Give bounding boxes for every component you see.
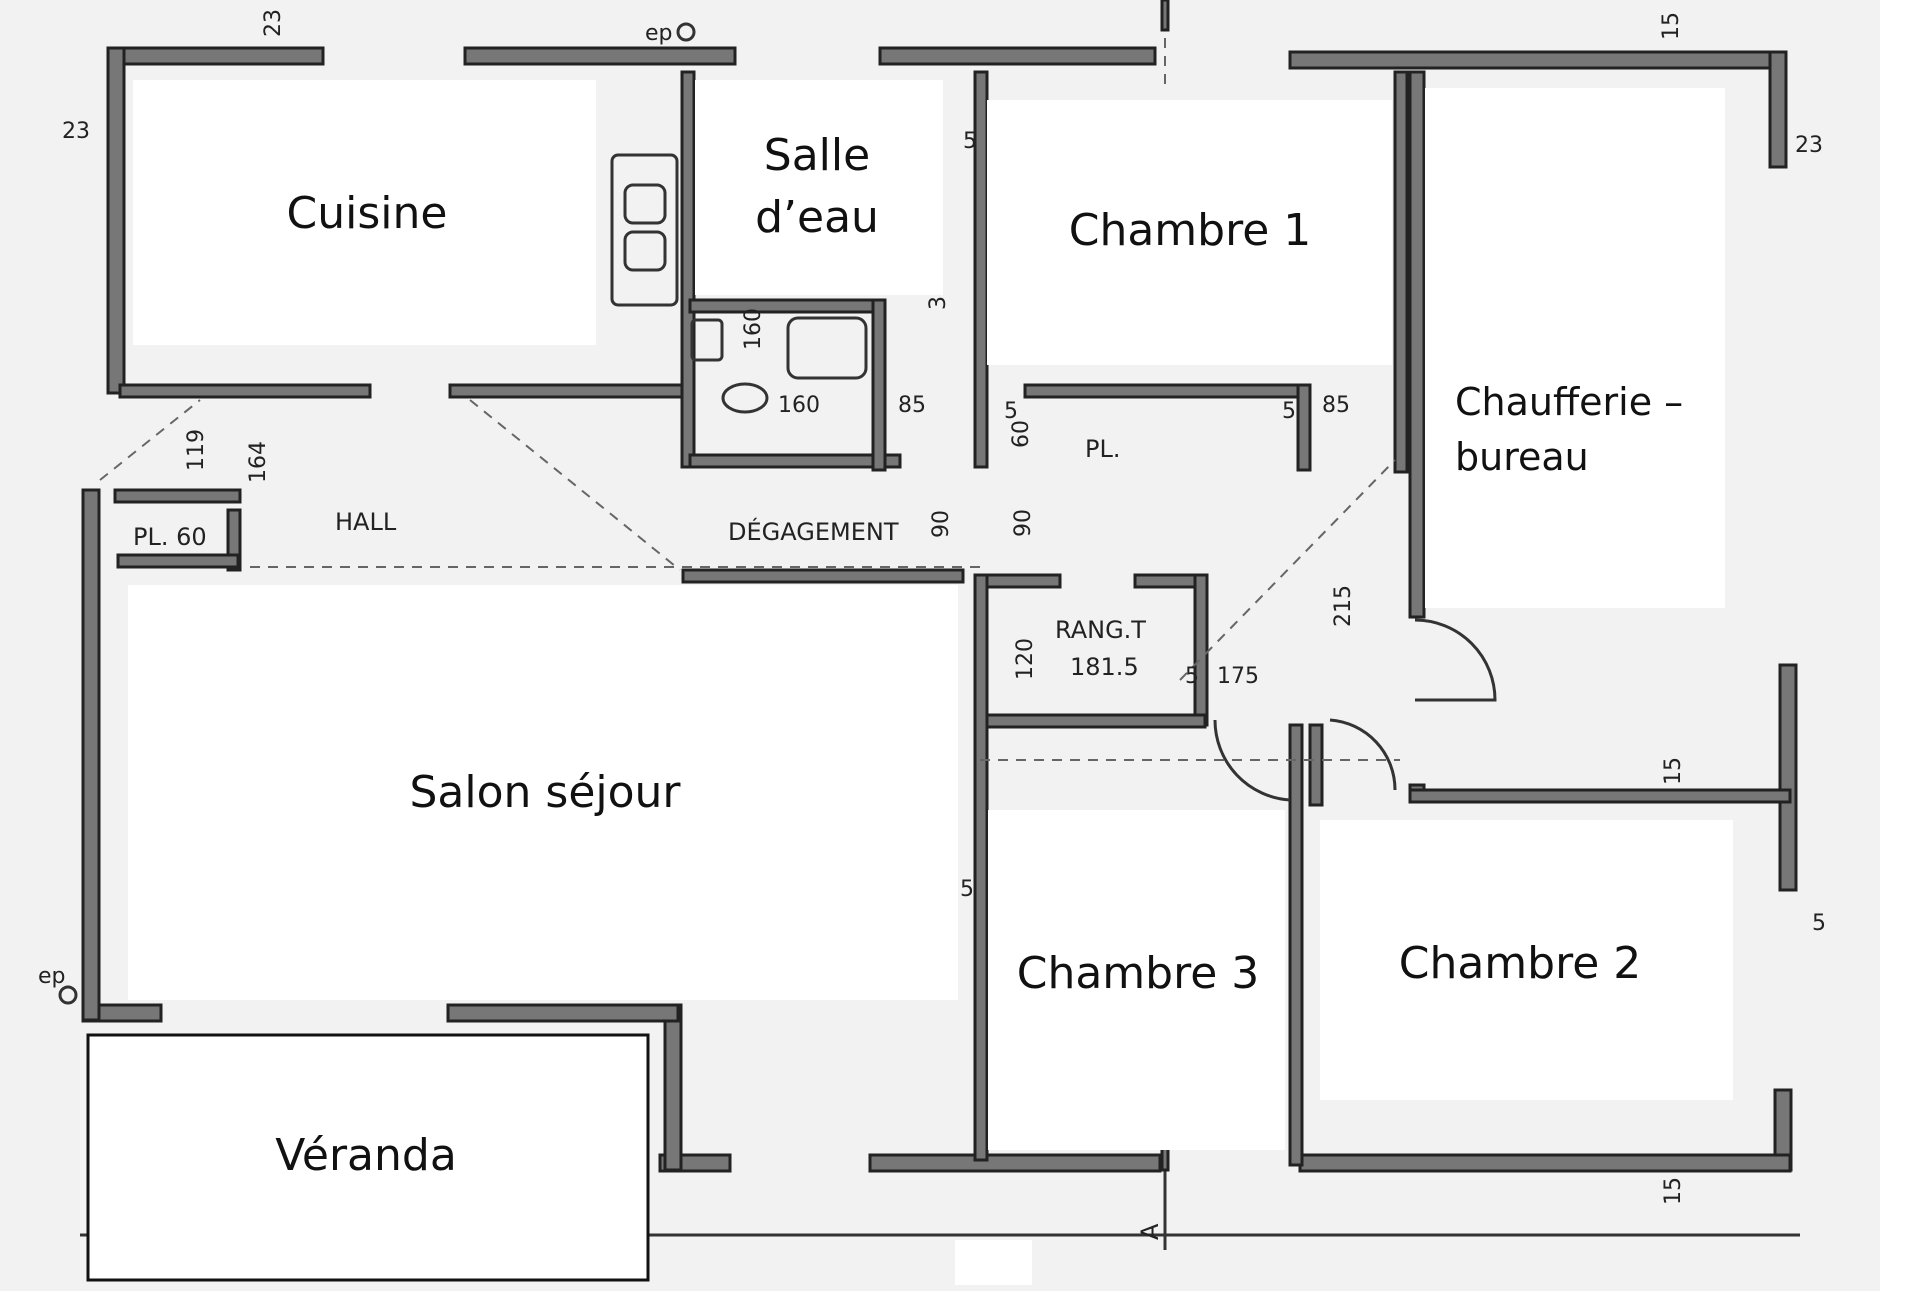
dim-23-right: 23 bbox=[1795, 133, 1823, 158]
label-veranda: Véranda bbox=[275, 1130, 457, 1181]
technical-labels: HALL DÉGAGEMENT PL. PL. 60 RANG.T 181.5 … bbox=[38, 21, 1164, 1240]
dim-23-top: 23 bbox=[261, 9, 286, 37]
salon-box bbox=[128, 585, 958, 1000]
cuisine-box bbox=[133, 80, 596, 345]
dim-120: 120 bbox=[1013, 638, 1038, 680]
label-salle-deau-line2: d’eau bbox=[755, 192, 879, 243]
label-ep-top: ep bbox=[645, 21, 673, 46]
dim-119: 119 bbox=[184, 429, 209, 471]
label-chaufferie-line1: Chaufferie – bbox=[1455, 380, 1683, 424]
label-pl: PL. bbox=[1085, 435, 1120, 463]
dimension-labels: 23 23 23 15 15 15 5 160 160 85 85 5 5 5 … bbox=[62, 9, 1826, 1205]
label-hall: HALL bbox=[335, 508, 397, 536]
right-margin bbox=[1880, 0, 1920, 1291]
dim-5-right: 5 bbox=[1812, 911, 1826, 936]
chambre3-box bbox=[988, 810, 1285, 1150]
label-rangt-dim: 181.5 bbox=[1070, 653, 1139, 681]
dim-90-a: 90 bbox=[929, 510, 954, 538]
chambre2-box bbox=[1320, 820, 1733, 1100]
dim-5-b: 5 bbox=[1004, 399, 1018, 424]
label-ep-left: ep bbox=[38, 964, 66, 989]
chaufferie-box bbox=[1425, 88, 1725, 608]
room-boxes bbox=[86, 80, 1733, 1285]
dim-15-mid: 15 bbox=[1661, 757, 1686, 785]
dim-85-a: 85 bbox=[898, 393, 926, 418]
dim-5-c: 5 bbox=[1282, 399, 1296, 424]
dim-5-e: 5 bbox=[960, 877, 974, 902]
dim-85-b: 85 bbox=[1322, 393, 1350, 418]
label-chambre1: Chambre 1 bbox=[1069, 205, 1312, 256]
label-chambre3: Chambre 3 bbox=[1017, 948, 1260, 999]
label-section-a: A bbox=[1136, 1223, 1164, 1240]
interior-walls bbox=[113, 70, 1792, 1167]
dim-15-top: 15 bbox=[1659, 12, 1684, 40]
label-rangt: RANG.T bbox=[1055, 616, 1146, 644]
dim-3: 3 bbox=[926, 296, 951, 310]
dim-164: 164 bbox=[246, 441, 271, 483]
dim-175: 175 bbox=[1217, 664, 1259, 689]
label-chaufferie-line2: bureau bbox=[1455, 435, 1589, 479]
label-salon: Salon séjour bbox=[409, 767, 681, 818]
label-pl60: PL. 60 bbox=[133, 523, 207, 551]
dim-60: 60 bbox=[1009, 420, 1034, 448]
dim-160-v: 160 bbox=[741, 308, 766, 350]
dim-215: 215 bbox=[1331, 585, 1356, 627]
blank-box bbox=[955, 1240, 1032, 1285]
label-chambre2: Chambre 2 bbox=[1399, 938, 1642, 989]
dim-160-h: 160 bbox=[778, 393, 820, 418]
chambre1-box bbox=[987, 100, 1392, 365]
veranda-box bbox=[86, 1033, 650, 1282]
dim-15-bottom: 15 bbox=[1661, 1177, 1686, 1205]
salle-deau-box bbox=[695, 80, 943, 295]
room-labels: Cuisine Salle d’eau Chambre 1 Chaufferie… bbox=[275, 130, 1683, 1181]
label-degagement: DÉGAGEMENT bbox=[728, 517, 899, 546]
dim-5-d: 5 bbox=[1185, 664, 1199, 689]
dim-90-b: 90 bbox=[1011, 509, 1036, 537]
exterior-walls bbox=[81, 46, 1798, 1173]
dim-23-left: 23 bbox=[62, 119, 90, 144]
label-salle-deau-line1: Salle bbox=[764, 130, 870, 181]
dim-5-a: 5 bbox=[963, 129, 977, 154]
label-cuisine: Cuisine bbox=[287, 188, 448, 239]
